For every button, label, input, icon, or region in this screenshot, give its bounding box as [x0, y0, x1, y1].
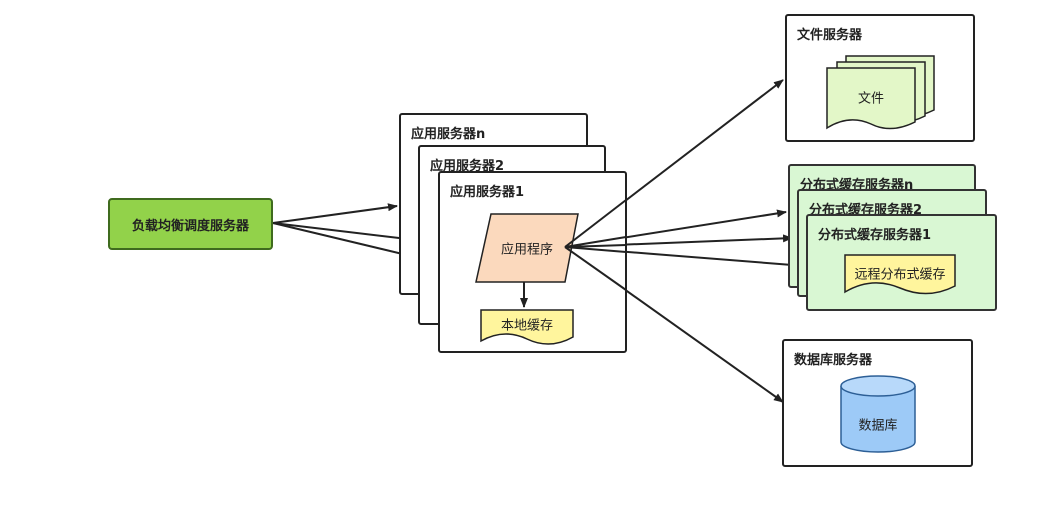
file-server-title: 文件服务器 — [797, 28, 863, 43]
app-program-label: 应用程序 — [500, 242, 554, 258]
load-balancer-node[interactable]: 负载均衡调度服务器 — [108, 198, 273, 250]
arrow-lb-to-app-2 — [272, 222, 417, 243]
file-server[interactable]: 文件服务器 — [785, 14, 975, 142]
database-label: 数据库 — [858, 418, 898, 434]
arrow-lb-to-app-n — [272, 203, 398, 224]
app-server-n-title: 应用服务器n — [411, 127, 486, 142]
app-server-2-title: 应用服务器2 — [430, 159, 505, 174]
app-server-1-title: 应用服务器1 — [450, 185, 525, 200]
load-balancer-label: 负载均衡调度服务器 — [131, 218, 249, 234]
local-cache-label: 本地缓存 — [500, 318, 554, 334]
database-server[interactable]: 数据库服务器 — [782, 339, 973, 467]
database-server-title: 数据库服务器 — [794, 353, 873, 368]
cache-server-1[interactable]: 分布式缓存服务器1 — [806, 214, 997, 311]
document-label: 文件 — [857, 91, 885, 107]
remote-cache-label: 远程分布式缓存 — [854, 267, 946, 283]
cache-server-1-title: 分布式缓存服务器1 — [818, 228, 932, 243]
